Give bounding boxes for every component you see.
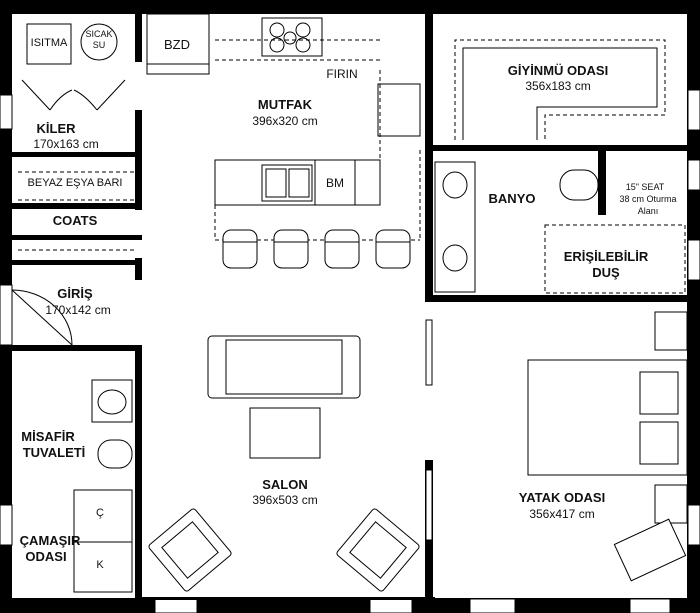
fixture-k-letter: K — [96, 559, 104, 571]
door-swings — [0, 79, 600, 541]
utility-fixtures — [18, 23, 135, 251]
room-name-banyo: BANYO — [488, 191, 536, 206]
fixture-beyaz-esya: BEYAZ EŞYA BARI — [27, 177, 123, 189]
living-furniture — [148, 335, 420, 592]
fixture-sicak-line2: SU — [92, 40, 106, 50]
room-size-mutfak: 396x320 cm — [252, 114, 318, 128]
window-openings — [0, 89, 700, 613]
fixture-bm: BM — [326, 176, 344, 190]
fixture-sicak-line1: SICAK — [85, 29, 113, 39]
room-name-misafir-line2: TUVALETİ — [22, 445, 86, 460]
room-name-giris: GİRİŞ — [57, 286, 93, 301]
room-size-giris: 170x142 cm — [45, 303, 111, 317]
fixture-bzd: BZD — [164, 37, 190, 52]
bathroom-fixtures — [434, 161, 686, 294]
guest-toilet-fixtures — [73, 379, 133, 593]
room-name-giyinme: GİYİNMÜ ODASI — [507, 63, 609, 78]
room-name-kiler: KİLER — [36, 121, 76, 136]
fixture-seat-line1: 15" SEAT — [625, 182, 665, 192]
bar-stools — [222, 229, 411, 269]
room-size-kiler: 170x163 cm — [33, 137, 99, 151]
fixture-seat-line3: Alanı — [637, 206, 659, 216]
fixture-coats: COATS — [52, 213, 98, 228]
fixture-c-letter: Ç — [96, 507, 104, 519]
room-size-salon: 396x503 cm — [252, 493, 318, 507]
fixture-firin: FIRIN — [326, 67, 358, 81]
closet-fixtures — [454, 39, 666, 140]
room-name-dus-line2: DUŞ — [592, 265, 620, 280]
fixture-seat-line2: 38 cm Oturma — [619, 194, 677, 204]
room-name-camasir-line1: ÇAMAŞIR — [19, 533, 81, 548]
room-name-dus-line1: ERİŞİLEBİLİR — [563, 249, 649, 264]
room-name-salon: SALON — [262, 477, 308, 492]
room-name-camasir-line2: ODASI — [25, 549, 67, 564]
bedroom-furniture — [527, 311, 688, 582]
room-name-misafir-line1: MİSAFİR — [21, 429, 75, 444]
fixture-isitma: ISITMA — [30, 37, 68, 49]
room-size-giyinme: 356x183 cm — [525, 79, 591, 93]
room-name-yatak: YATAK ODASI — [518, 490, 606, 505]
room-name-mutfak: MUTFAK — [257, 97, 313, 112]
room-size-yatak: 356x417 cm — [529, 507, 595, 521]
